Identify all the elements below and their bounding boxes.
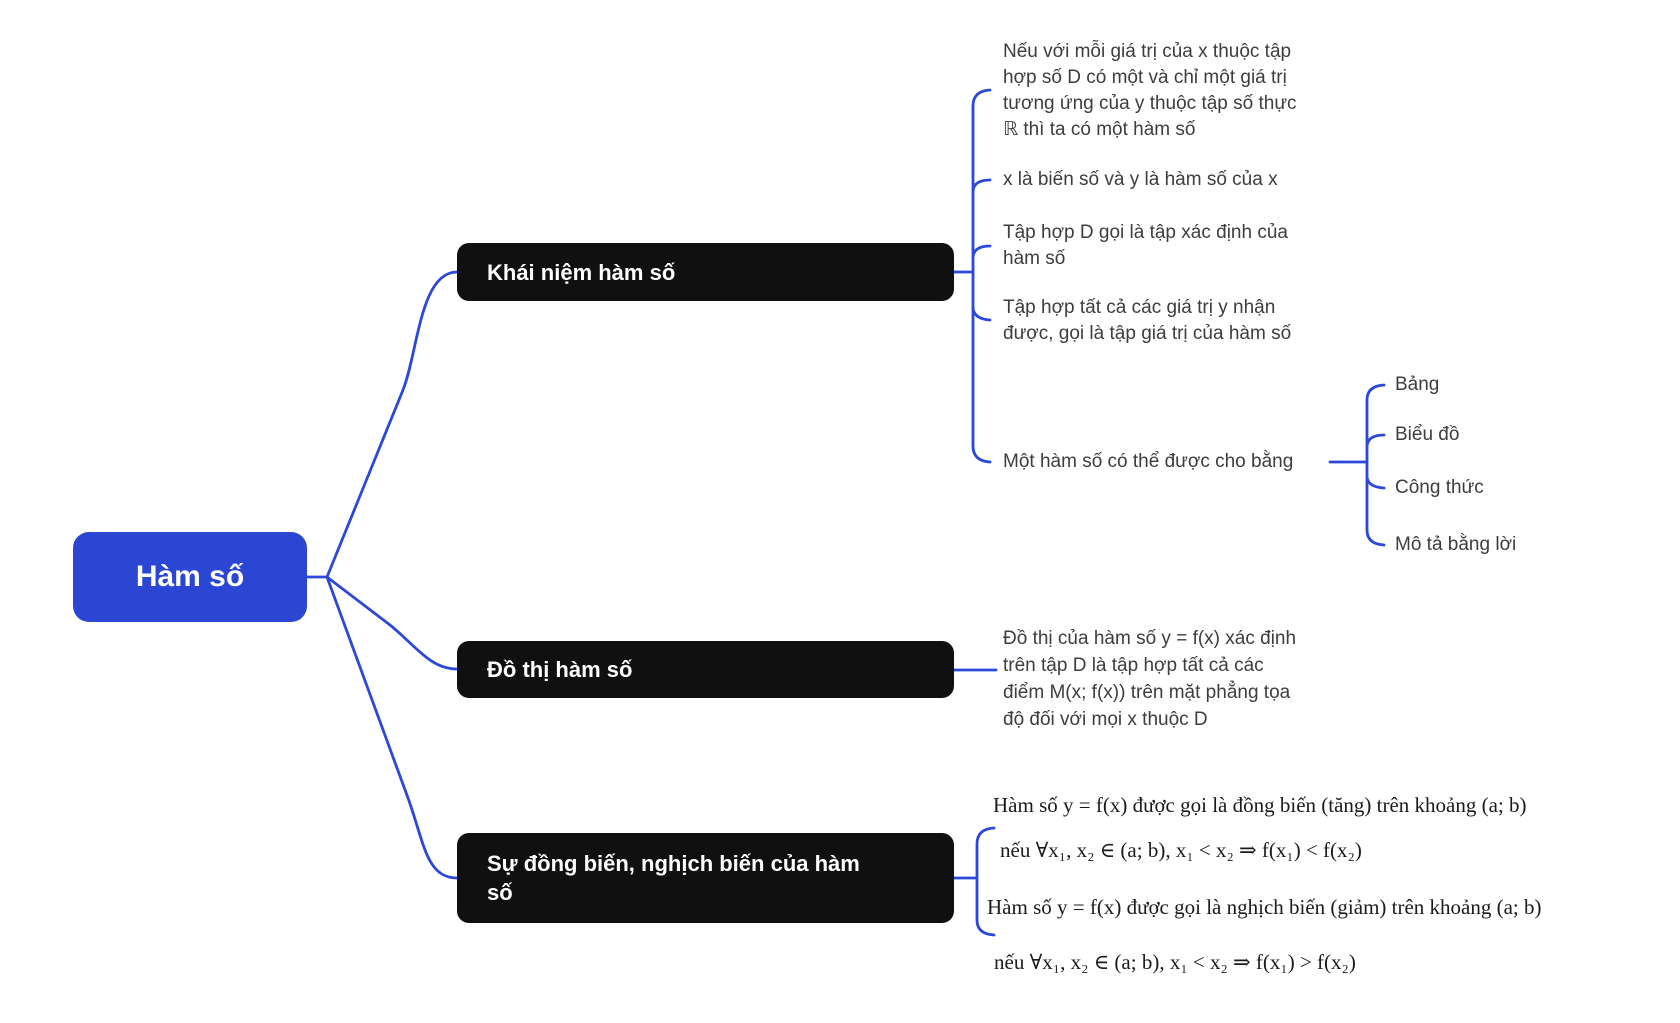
connector-root-branch3 — [325, 575, 459, 880]
connector-branch1-tick-variable — [971, 178, 992, 193]
branch-khai-niem-ham-so[interactable]: Khái niệm hàm số — [457, 243, 954, 301]
note-graph-definition[interactable]: Đồ thị của hàm số y = f(x) xác định trên… — [1003, 628, 1297, 730]
branch-su-dong-bien-nghich-bien[interactable]: Sự đồng biến, nghịch biến của hàm số — [457, 833, 954, 923]
note-function-definition[interactable]: Nếu với mỗi giá trị của x thuộc tập hợp … — [1003, 41, 1297, 140]
leaf-mo-ta-bang-loi[interactable]: Mô tả bằng lời — [1395, 534, 1517, 555]
leaf-bang[interactable]: Bảng — [1395, 374, 1440, 395]
note-increasing-formula[interactable]: nếu ∀x₁, x₂ ∈ (a; b), x₁ < x₂ ⇒ f(x₁) < … — [1000, 838, 1362, 862]
note-representation[interactable]: Một hàm số có thể được cho bằng — [1003, 451, 1294, 472]
root-node-label: Hàm số — [135, 560, 245, 593]
leaf-cong-thuc[interactable]: Công thức — [1395, 477, 1484, 498]
note-range[interactable]: Tập hợp tất cả các giá trị y nhận được, … — [1003, 297, 1292, 344]
branch-label: Sự đồng biến, nghịch biến của hàm số — [487, 851, 860, 905]
branch-label: Khái niệm hàm số — [487, 259, 676, 285]
note-variable-function[interactable]: x là biến số và y là hàm số của x — [1003, 169, 1278, 190]
branch-do-thi-ham-so[interactable]: Đồ thị hàm số — [457, 641, 954, 698]
branch-label: Đồ thị hàm số — [487, 657, 633, 682]
connector-root-branch1 — [325, 270, 459, 579]
connector-representation-bracket — [1365, 383, 1386, 547]
connector-branch1-tick-range — [971, 306, 992, 322]
connector-root-branch2 — [325, 575, 459, 671]
note-increasing-statement[interactable]: Hàm số y = f(x) được gọi là đồng biến (t… — [993, 793, 1527, 817]
root-node-ham-so[interactable]: Hàm số — [73, 532, 307, 622]
connector-branch1-tick-domain — [971, 244, 992, 259]
leaf-bieu-do[interactable]: Biểu đồ — [1395, 424, 1460, 445]
connector-branch1-bracket — [971, 88, 992, 464]
note-decreasing-statement[interactable]: Hàm số y = f(x) được gọi là nghịch biến … — [987, 895, 1542, 919]
note-decreasing-formula[interactable]: nếu ∀x₁, x₂ ∈ (a; b), x₁ < x₂ ⇒ f(x₁) > … — [994, 950, 1356, 974]
connector-representation-tick-formula — [1365, 475, 1386, 490]
note-domain[interactable]: Tập hợp D gọi là tập xác định của hàm số — [1003, 222, 1288, 269]
connector-representation-tick-chart — [1365, 433, 1386, 448]
